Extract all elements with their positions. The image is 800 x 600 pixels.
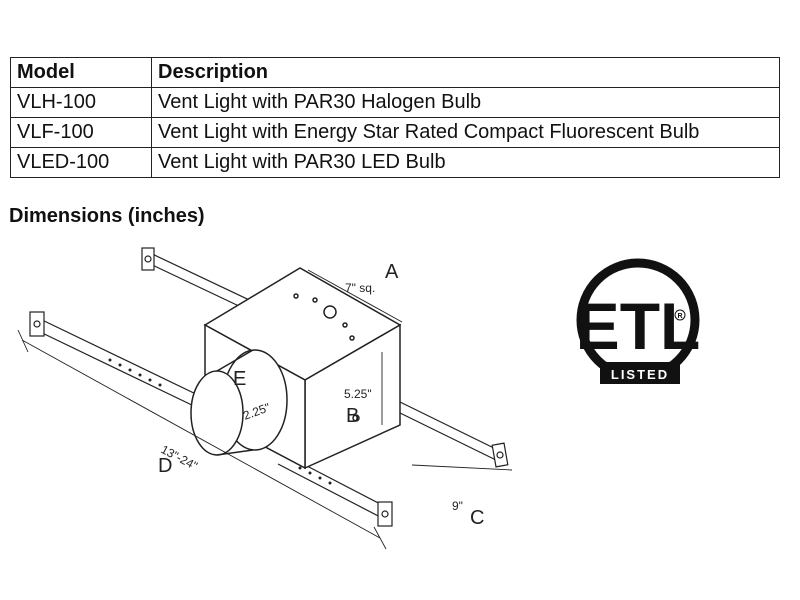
front-hanger-bar (29, 311, 393, 527)
header-description: Description (151, 57, 780, 88)
etl-listed-text: LISTED (611, 367, 669, 382)
table-row: VLF-100 Vent Light with Energy Star Rate… (10, 117, 780, 148)
registered-mark: R (677, 313, 682, 320)
dim-label-d: D (158, 455, 172, 477)
header-model: Model (10, 57, 152, 88)
dim-label-b: B (346, 405, 359, 427)
dim-value-c: 9" (452, 499, 463, 513)
etl-mark: ETL (576, 289, 701, 363)
cell-description: Vent Light with Energy Star Rated Compac… (151, 117, 780, 148)
dim-value-a: 7" sq. (345, 281, 375, 295)
vent-collar (190, 349, 288, 456)
dim-label-c: C (470, 507, 484, 529)
dim-value-b: 5.25" (344, 387, 372, 401)
table-row: VLED-100 Vent Light with PAR30 LED Bulb (10, 147, 780, 178)
table-row: VLH-100 Vent Light with PAR30 Halogen Bu… (10, 87, 780, 118)
cell-description: Vent Light with PAR30 LED Bulb (151, 147, 780, 178)
table-header-row: Model Description (10, 57, 780, 88)
cell-description: Vent Light with PAR30 Halogen Bulb (151, 87, 780, 118)
dimensions-heading: Dimensions (inches) (9, 205, 205, 227)
etl-listed-logo: ETL LISTED R (576, 258, 701, 384)
dim-label-a: A (385, 261, 399, 283)
dim-label-e: E (233, 368, 246, 390)
dimension-lines (17, 269, 513, 550)
model-table: Model Description VLH-100 Vent Light wit… (10, 57, 780, 178)
cell-model: VLED-100 (10, 147, 152, 178)
